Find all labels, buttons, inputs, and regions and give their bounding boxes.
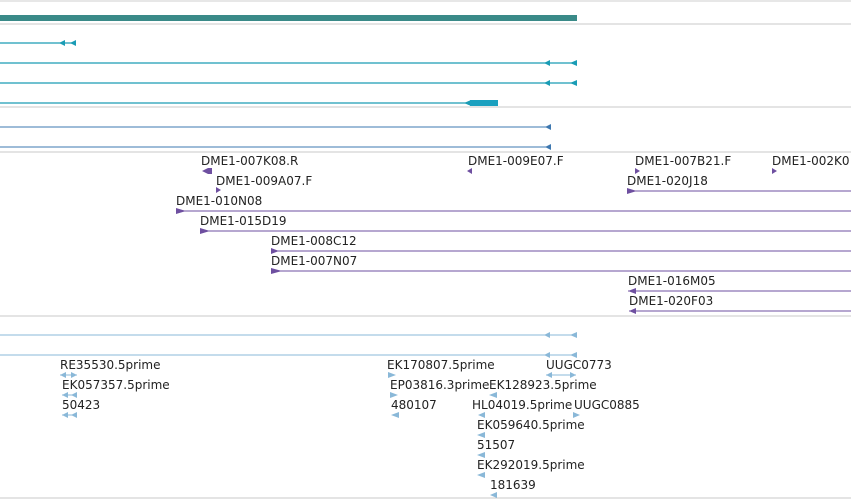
- est-label[interactable]: EK059640.5prime: [477, 418, 585, 432]
- strand-arrow-icon[interactable]: [477, 432, 485, 438]
- clone-feature[interactable]: [271, 248, 851, 254]
- est-feature[interactable]: [62, 392, 77, 398]
- strand-arrow-icon: [176, 208, 186, 214]
- strand-arrow-icon: [570, 352, 577, 358]
- transcript-feature[interactable]: [0, 40, 76, 46]
- transcript-feature[interactable]: [0, 100, 498, 106]
- clone-marker-icon: [216, 187, 221, 193]
- strand-arrow-icon: [570, 60, 577, 66]
- strand-arrow-icon: [628, 288, 636, 294]
- strand-arrow-icon: [544, 332, 550, 338]
- strand-arrow-icon: [71, 392, 77, 398]
- strand-arrow-icon: [200, 228, 210, 234]
- clone-marker-icon: [202, 168, 212, 174]
- strand-arrow-icon: [570, 80, 577, 86]
- clone-label[interactable]: DME1-009E07.F: [468, 154, 564, 168]
- strand-arrow-icon: [545, 124, 551, 130]
- strand-arrow-icon: [627, 188, 637, 194]
- strand-arrow-icon[interactable]: [388, 372, 396, 378]
- clone-marker-icon: [635, 168, 640, 174]
- clone-label[interactable]: DME1-015D19: [200, 214, 287, 228]
- clone-label[interactable]: DME1-008C12: [271, 234, 357, 248]
- strand-arrow-icon: [629, 308, 636, 314]
- clone-label[interactable]: DME1-007B21.F: [635, 154, 731, 168]
- est-label[interactable]: EP03816.3prime: [390, 378, 489, 392]
- clone-label[interactable]: DME1-016M05: [628, 274, 716, 288]
- strand-arrow-icon: [544, 352, 550, 358]
- clone-feature[interactable]: [629, 308, 851, 314]
- protein-feature[interactable]: [0, 124, 551, 130]
- clone-track: DME1-007K08.R DME1-009A07.F DME1-010N08 …: [176, 154, 851, 314]
- gene-bar[interactable]: [0, 15, 577, 21]
- clone-label[interactable]: DME1-010N08: [176, 194, 262, 208]
- transcript-track: [0, 40, 577, 106]
- strand-arrow-icon[interactable]: [477, 452, 485, 458]
- est-feature[interactable]: [62, 412, 77, 418]
- strand-arrow-icon: [62, 412, 68, 418]
- strand-arrow-icon: [570, 372, 576, 378]
- protein-feature[interactable]: [0, 144, 551, 150]
- strand-arrow-icon: [544, 60, 550, 66]
- strand-arrow-icon: [59, 40, 65, 46]
- strand-arrow-icon: [546, 372, 552, 378]
- strand-arrow-icon: [71, 372, 77, 378]
- clone-label[interactable]: DME1-007N07: [271, 254, 357, 268]
- est-label[interactable]: RE35530.5prime: [60, 358, 161, 372]
- clone-label[interactable]: DME1-020F03: [629, 294, 713, 308]
- est-feature[interactable]: [0, 352, 577, 358]
- est-label[interactable]: EK170807.5prime: [387, 358, 495, 372]
- est-label[interactable]: UUGC0885: [574, 398, 640, 412]
- clone-label[interactable]: DME1-009A07.F: [216, 174, 312, 188]
- strand-arrow-icon[interactable]: [391, 412, 399, 418]
- clone-label[interactable]: DME1-002K0: [772, 154, 850, 168]
- est-label[interactable]: 181639: [490, 478, 536, 492]
- est-feature[interactable]: [546, 372, 576, 378]
- clone-label[interactable]: DME1-007K08.R: [201, 154, 298, 168]
- est-label[interactable]: HL04019.5prime: [472, 398, 572, 412]
- est-track: RE35530.5prime EK057357.5prime 50423 EK1…: [0, 332, 640, 498]
- strand-arrow-icon[interactable]: [477, 472, 485, 478]
- strand-arrow-icon: [71, 412, 77, 418]
- strand-arrow-icon: [271, 248, 279, 254]
- strand-arrow-icon: [544, 80, 550, 86]
- clone-marker-icon: [772, 168, 777, 174]
- est-label[interactable]: 480107: [391, 398, 437, 412]
- strand-arrow-icon: [62, 392, 68, 398]
- strand-arrow-icon: [464, 100, 471, 106]
- clone-feature[interactable]: [628, 288, 851, 294]
- est-label[interactable]: EK057357.5prime: [62, 378, 170, 392]
- strand-arrow-icon: [60, 372, 66, 378]
- clone-feature[interactable]: [271, 268, 851, 274]
- est-label[interactable]: UUGC0773: [546, 358, 612, 372]
- strand-arrow-icon[interactable]: [490, 492, 497, 498]
- protein-track: [0, 124, 551, 150]
- strand-arrow-icon: [545, 144, 551, 150]
- strand-arrow-icon[interactable]: [478, 412, 485, 418]
- clone-feature[interactable]: [200, 228, 851, 234]
- clone-marker-icon: [467, 168, 472, 174]
- strand-arrow-icon[interactable]: [390, 392, 398, 398]
- strand-arrow-icon: [70, 40, 76, 46]
- clone-label[interactable]: DME1-020J18: [627, 174, 708, 188]
- strand-arrow-icon: [271, 268, 282, 274]
- strand-arrow-icon: [570, 332, 577, 338]
- clone-feature[interactable]: [176, 208, 851, 214]
- strand-arrow-icon[interactable]: [489, 392, 497, 398]
- est-feature[interactable]: [60, 372, 77, 378]
- est-label[interactable]: 51507: [477, 438, 515, 452]
- est-label[interactable]: EK292019.5prime: [477, 458, 585, 472]
- est-feature[interactable]: [0, 332, 577, 338]
- transcript-feature[interactable]: [0, 80, 577, 86]
- clone-feature[interactable]: [627, 188, 851, 194]
- transcript-feature[interactable]: [0, 60, 577, 66]
- est-label[interactable]: EK128923.5prime: [489, 378, 597, 392]
- est-label[interactable]: 50423: [62, 398, 100, 412]
- strand-arrow-icon[interactable]: [573, 412, 580, 418]
